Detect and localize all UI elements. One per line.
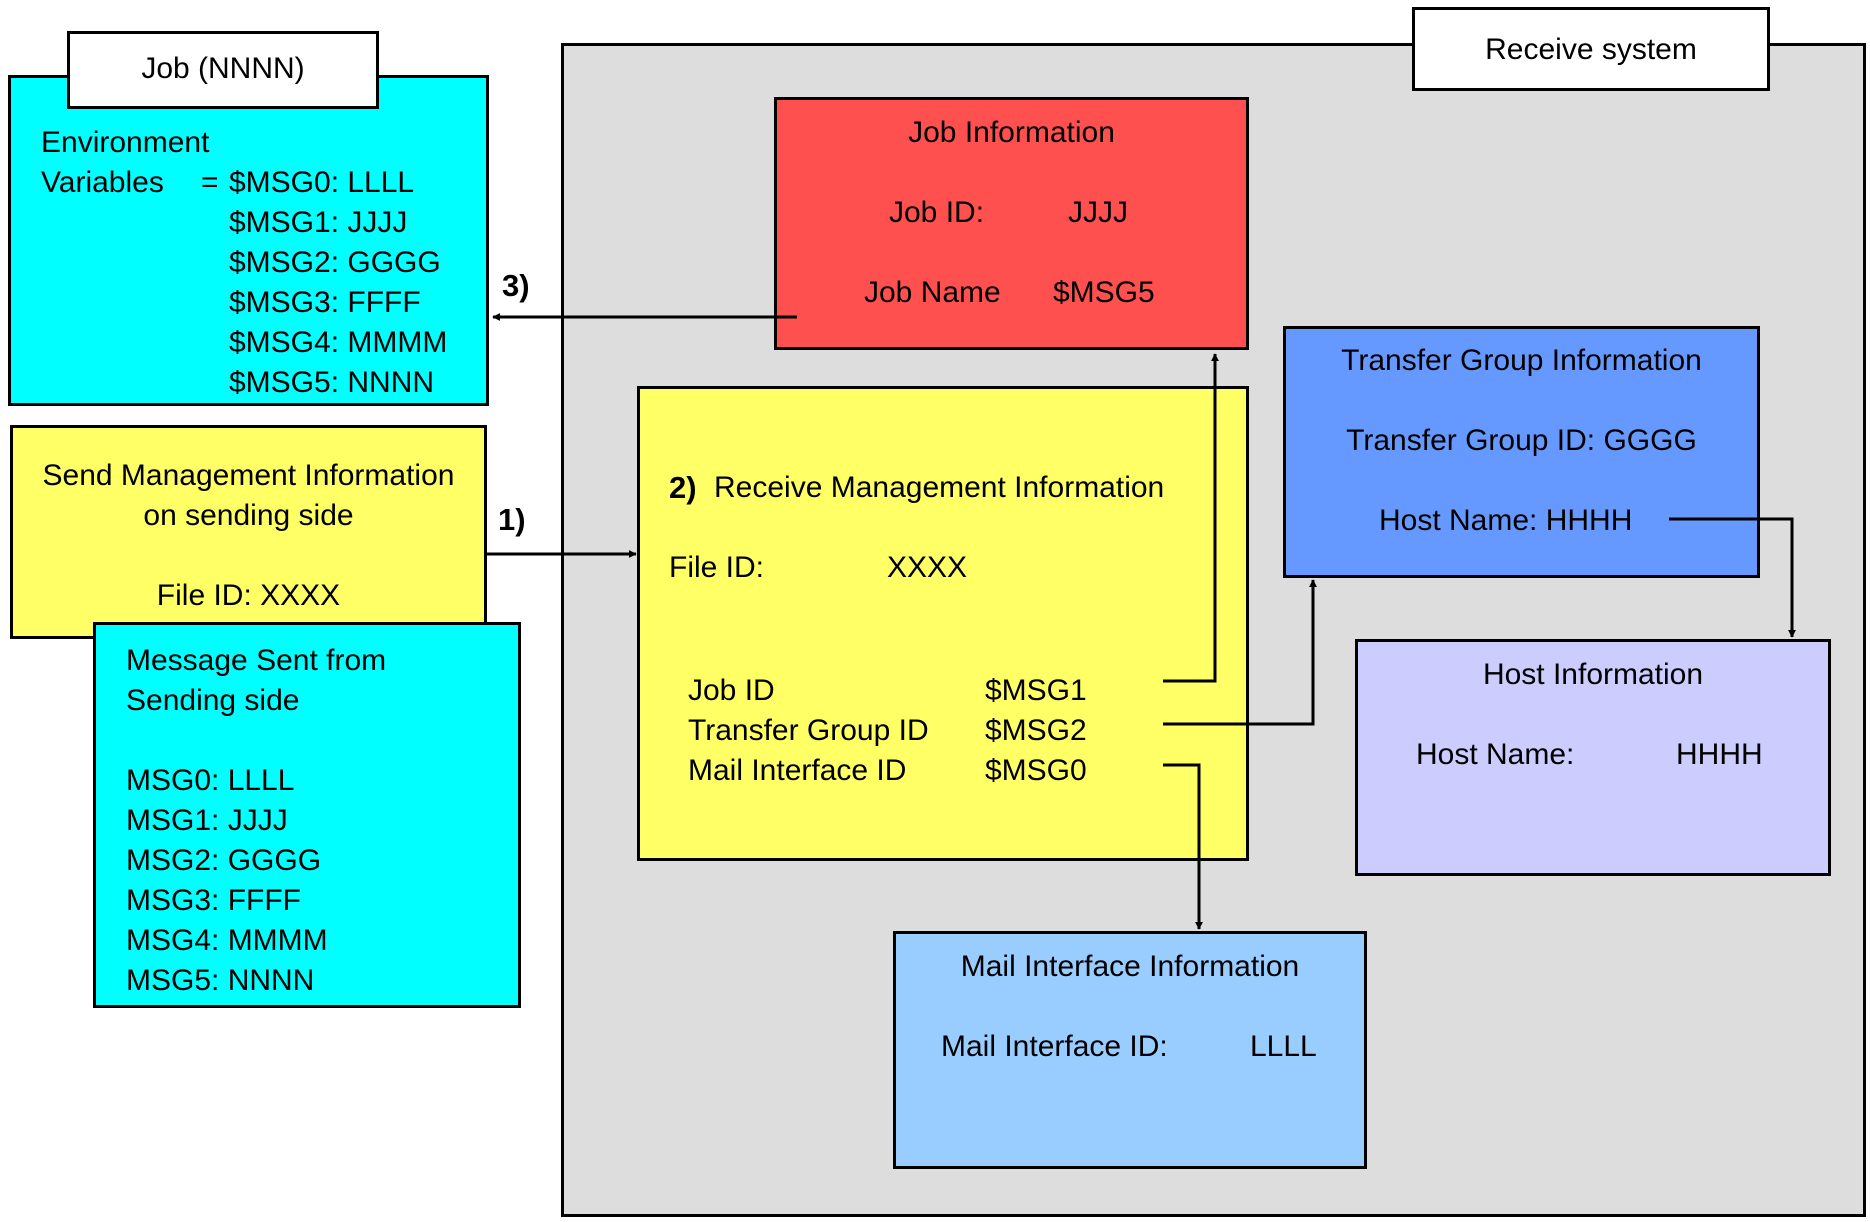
receive-mgmt-step: 2) (669, 470, 697, 505)
message-msg5: MSG5: NNNN (126, 964, 315, 997)
env-equals: = (201, 166, 219, 199)
receive-mgmt-file-id-value: XXXX (887, 551, 968, 584)
env-var-msg4: $MSG4: MMMM (229, 326, 448, 359)
env-var-msg2: $MSG2: GGGG (229, 246, 441, 279)
receive-mgmt-row-label: Job ID (688, 674, 775, 707)
env-var-msg3: $MSG3: FFFF (229, 286, 421, 319)
receive-mgmt-row-value: $MSG2 (985, 714, 1087, 747)
mail-interface-id-label: Mail Interface ID: (941, 1030, 1168, 1063)
transfer-group-id: Transfer Group ID: GGGG (1346, 424, 1697, 457)
job-info-id-value: JJJJ (1068, 196, 1128, 229)
host-info-name-label: Host Name: (1416, 738, 1575, 771)
message-msg2: MSG2: GGGG (126, 844, 322, 877)
job-tab-label: Job (NNNN) (141, 52, 305, 85)
host-information-box: Host Information Host Name: HHHH (1355, 639, 1831, 876)
receive-mgmt-row-value: $MSG0 (985, 754, 1087, 787)
message-sent-box: Message Sent from Sending side MSG0: LLL… (93, 622, 521, 1008)
receive-mgmt-title: Receive Management Information (714, 471, 1165, 504)
transfer-group-box: Transfer Group Information Transfer Grou… (1283, 326, 1760, 578)
env-var-msg5: $MSG5: NNNN (229, 366, 435, 399)
job-info-name-label: Job Name (864, 276, 1001, 309)
mail-interface-title: Mail Interface Information (960, 950, 1300, 983)
job-information-box: Job Information Job ID: JJJJ Job Name $M… (774, 97, 1249, 350)
env-var-msg1: $MSG1: JJJJ (229, 206, 408, 239)
message-msg3: MSG3: FFFF (126, 884, 301, 917)
receive-mgmt-file-id-label: File ID: (669, 551, 765, 584)
receive-mgmt-row-label: Transfer Group ID (688, 714, 929, 747)
arrow-transfergroup (1163, 579, 1317, 726)
arrow-mailinterface (1163, 763, 1203, 930)
transfer-group-title: Transfer Group Information (1341, 344, 1702, 377)
receive-system-tab: Receive system (1412, 7, 1770, 91)
env-var-msg0: $MSG0: LLLL (229, 166, 415, 199)
host-info-title: Host Information (1482, 658, 1704, 691)
step-3-label: 3) (502, 268, 530, 303)
job-info-name-value: $MSG5 (1053, 276, 1155, 309)
job-tab: Job (NNNN) (67, 31, 379, 109)
step-1-label: 1) (498, 502, 526, 537)
arrow-host (1669, 517, 1796, 638)
job-info-id-label: Job ID: (889, 196, 985, 229)
send-mgmt-line1: Send Management Information (42, 459, 455, 492)
job-info-title: Job Information (908, 116, 1115, 149)
send-mgmt-line2: on sending side (143, 499, 354, 532)
environment-variables-box: Environment Variables = $MSG0: LLLL $MSG… (8, 75, 489, 406)
receive-mgmt-row-value: $MSG1 (985, 674, 1087, 707)
transfer-group-host: Host Name: HHHH (1379, 504, 1633, 537)
arrow-jobid-to-jobinfo (1163, 353, 1219, 683)
message-sent-line2: Sending side (126, 684, 300, 717)
env-title-line2: Variables (41, 166, 164, 199)
receive-system-label: Receive system (1485, 33, 1697, 66)
mail-interface-id-value: LLLL (1250, 1030, 1317, 1063)
message-msg4: MSG4: MMMM (126, 924, 328, 957)
send-mgmt-file-id: File ID: XXXX (156, 579, 341, 612)
message-msg0: MSG0: LLLL (126, 764, 295, 797)
host-info-name-value: HHHH (1676, 738, 1763, 771)
message-msg1: MSG1: JJJJ (126, 804, 288, 837)
env-title-line1: Environment (41, 126, 210, 159)
receive-management-box: 2) Receive Management Information File I… (637, 386, 1249, 861)
mail-interface-box: Mail Interface Information Mail Interfac… (893, 931, 1367, 1169)
receive-mgmt-row-label: Mail Interface ID (688, 754, 907, 787)
message-sent-line1: Message Sent from (126, 644, 387, 677)
